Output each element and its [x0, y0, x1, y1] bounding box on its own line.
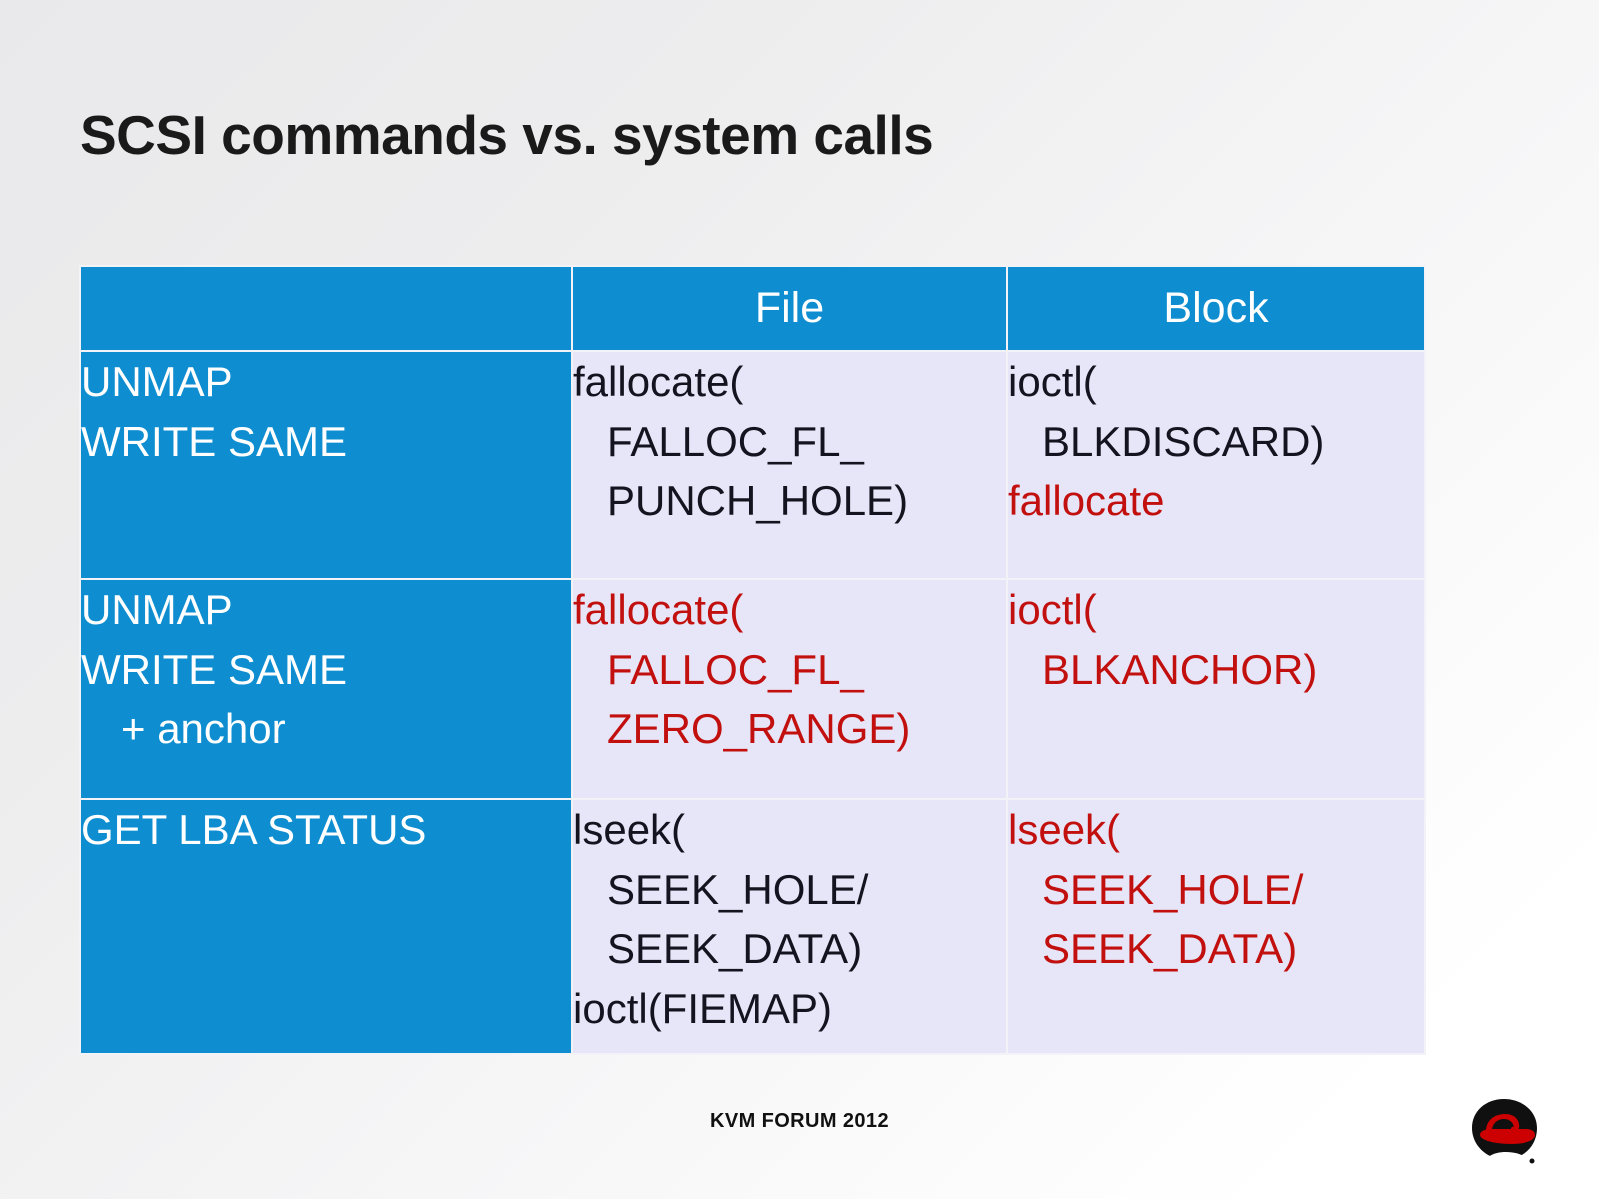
syscall-line: ioctl(FIEMAP)	[573, 984, 833, 1032]
syscall-line-highlight: lseek(	[1008, 806, 1121, 853]
cell-command-2: UNMAP WRITE SAME + anchor	[79, 578, 573, 800]
command-line: WRITE SAME	[81, 645, 348, 693]
cell-file-2: fallocate( FALLOC_FL_ ZERO_RANGE)	[571, 578, 1008, 800]
table-body: UNMAP WRITE SAME fallocate( FALLOC_FL_ P…	[79, 350, 1426, 1055]
syscall-line: ioctl(	[1008, 358, 1097, 405]
syscall-line-highlight: BLKANCHOR)	[1042, 645, 1318, 693]
column-header-file: File	[571, 265, 1008, 352]
cell-block-1: ioctl( BLKDISCARD) fallocate	[1006, 350, 1426, 580]
syscall-line-highlight: FALLOC_FL_	[607, 645, 864, 693]
command-line: UNMAP	[81, 586, 233, 633]
table-row: UNMAP WRITE SAME + anchor fallocate( FAL…	[79, 578, 1426, 800]
syscall-line: fallocate(	[573, 358, 744, 405]
syscall-line-highlight: ZERO_RANGE)	[607, 705, 911, 753]
table-row: GET LBA STATUS lseek( SEEK_HOLE/ SEEK_DA…	[79, 798, 1426, 1055]
syscall-line-highlight: fallocate	[1008, 477, 1165, 525]
cell-block-2: ioctl( BLKANCHOR)	[1006, 578, 1426, 800]
syscall-line: FALLOC_FL_	[607, 417, 864, 465]
scsi-syscall-table: File Block UNMAP WRITE SAME fallocate( F…	[79, 265, 1426, 1055]
cell-command-3: GET LBA STATUS	[79, 798, 573, 1055]
command-line: WRITE SAME	[81, 417, 348, 465]
column-header-commands	[79, 265, 573, 352]
table-header: File Block	[79, 265, 1426, 352]
syscall-line: lseek(	[573, 806, 686, 853]
red-hat-logo-icon	[1472, 1099, 1537, 1165]
syscall-line: PUNCH_HOLE)	[607, 477, 909, 525]
cell-block-3: lseek( SEEK_HOLE/ SEEK_DATA)	[1006, 798, 1426, 1055]
syscall-line: SEEK_DATA)	[607, 925, 863, 973]
command-line: UNMAP	[81, 358, 233, 405]
table-header-row: File Block	[79, 265, 1426, 352]
column-header-block: Block	[1006, 265, 1426, 352]
cell-file-3: lseek( SEEK_HOLE/ SEEK_DATA) ioctl(FIEMA…	[571, 798, 1008, 1055]
table-row: UNMAP WRITE SAME fallocate( FALLOC_FL_ P…	[79, 350, 1426, 580]
syscall-line: SEEK_HOLE/	[607, 865, 869, 913]
syscall-line-highlight: fallocate(	[573, 586, 744, 633]
syscall-line-highlight: SEEK_HOLE/	[1042, 865, 1304, 913]
command-line: + anchor	[121, 705, 286, 753]
page-title: SCSI commands vs. system calls	[80, 104, 934, 166]
cell-command-1: UNMAP WRITE SAME	[79, 350, 573, 580]
footer-label: KVM FORUM 2012	[710, 1110, 889, 1132]
red-hat-shadowman-logo	[1456, 1091, 1552, 1173]
syscall-line-highlight: ioctl(	[1008, 586, 1097, 633]
cell-file-1: fallocate( FALLOC_FL_ PUNCH_HOLE)	[571, 350, 1008, 580]
syscall-line: BLKDISCARD)	[1042, 417, 1325, 465]
syscall-line-highlight: SEEK_DATA)	[1042, 925, 1298, 973]
command-line: GET LBA STATUS	[81, 806, 427, 853]
